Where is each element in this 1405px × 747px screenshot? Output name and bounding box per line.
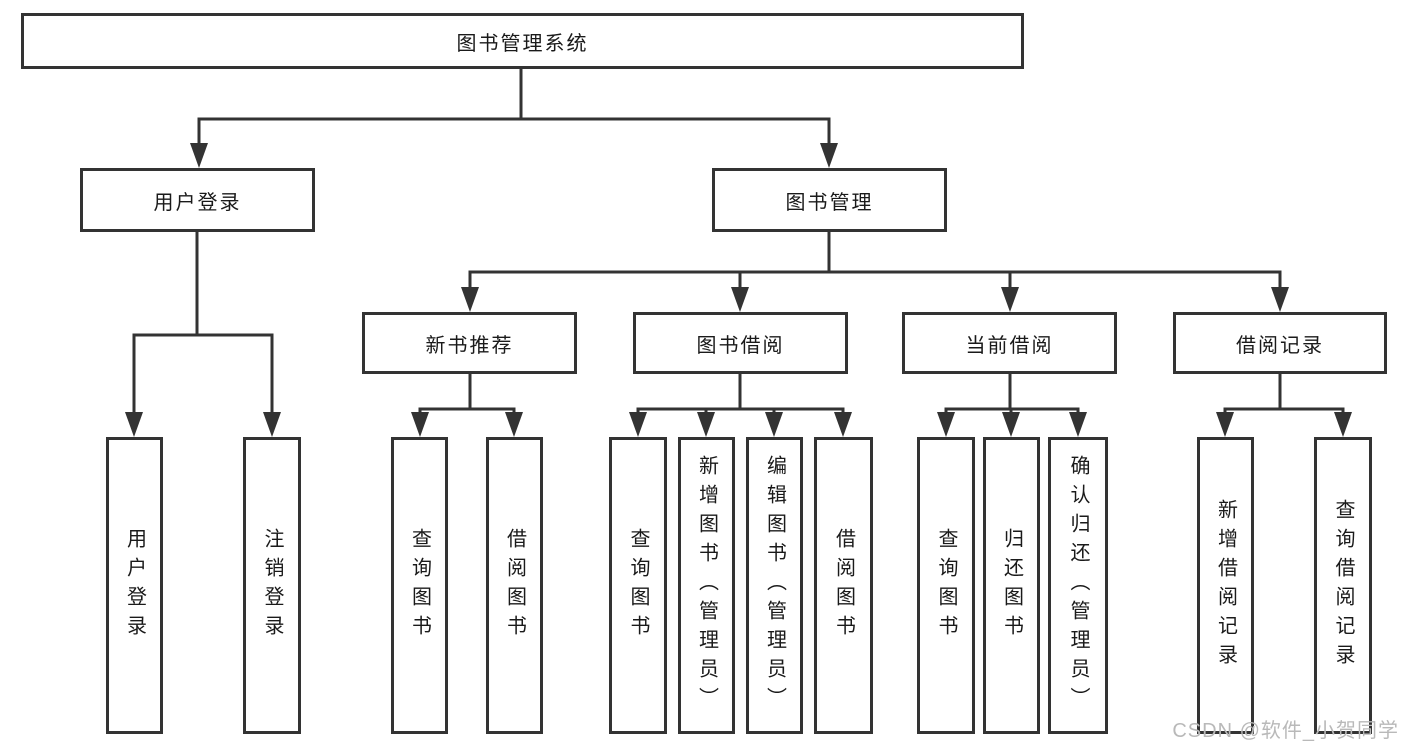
node-user-login-label: 用户登录 [153,191,242,214]
node-current-borrow-label: 当前借阅 [965,334,1054,357]
node-book-management-label: 图书管理 [785,191,874,214]
leaf-nbr-query-book: 查询图书 [391,437,448,734]
leaf-cb-confirm-return-admin-label: 确认归还（管理员） [1067,455,1089,716]
node-root-label: 图书管理系统 [456,32,589,55]
leaf-bb-query-book: 查询图书 [609,437,667,734]
leaf-logout-login-label: 注销登录 [261,527,283,644]
leaf-bb-query-book-label: 查询图书 [627,527,649,644]
csdn-watermark: CSDN @软件_小贺同学 [1172,720,1399,742]
leaf-br-query-record-label: 查询借阅记录 [1332,498,1354,673]
node-current-borrow: 当前借阅 [902,312,1117,374]
leaf-cb-query-book: 查询图书 [917,437,975,734]
node-user-login: 用户登录 [80,168,315,232]
leaf-br-add-record-label: 新增借阅记录 [1214,498,1237,673]
leaf-bb-borrow-book-label: 借阅图书 [832,527,855,644]
node-book-borrow-label: 图书借阅 [696,334,785,357]
leaf-br-query-record: 查询借阅记录 [1314,437,1372,734]
arrowheads [125,143,1352,437]
leaf-cb-return-book: 归还图书 [983,437,1040,734]
leaf-user-login-label: 用户登录 [123,527,146,644]
leaf-bb-add-book-admin: 新增图书（管理员） [678,437,735,734]
leaf-cb-confirm-return-admin: 确认归还（管理员） [1048,437,1108,734]
leaf-nbr-borrow-book: 借阅图书 [486,437,543,734]
leaf-bb-edit-book-admin-label: 编辑图书（管理员） [763,455,786,716]
node-root: 图书管理系统 [21,13,1024,69]
node-new-book-recommend: 新书推荐 [362,312,577,374]
leaf-cb-query-book-label: 查询图书 [935,527,957,644]
node-new-book-recommend-label: 新书推荐 [425,334,514,357]
leaf-br-add-record: 新增借阅记录 [1197,437,1254,734]
leaf-cb-return-book-label: 归还图书 [1000,527,1023,644]
leaf-bb-edit-book-admin: 编辑图书（管理员） [746,437,803,734]
node-borrow-record-label: 借阅记录 [1236,334,1324,357]
node-borrow-record: 借阅记录 [1173,312,1387,374]
leaf-nbr-query-book-label: 查询图书 [408,527,431,644]
leaf-logout-login: 注销登录 [243,437,301,734]
node-book-borrow: 图书借阅 [633,312,848,374]
leaf-bb-borrow-book: 借阅图书 [814,437,873,734]
leaf-bb-add-book-admin-label: 新增图书（管理员） [695,455,718,716]
leaf-nbr-borrow-book-label: 借阅图书 [503,527,526,644]
leaf-user-login: 用户登录 [106,437,163,734]
node-book-management: 图书管理 [712,168,947,232]
